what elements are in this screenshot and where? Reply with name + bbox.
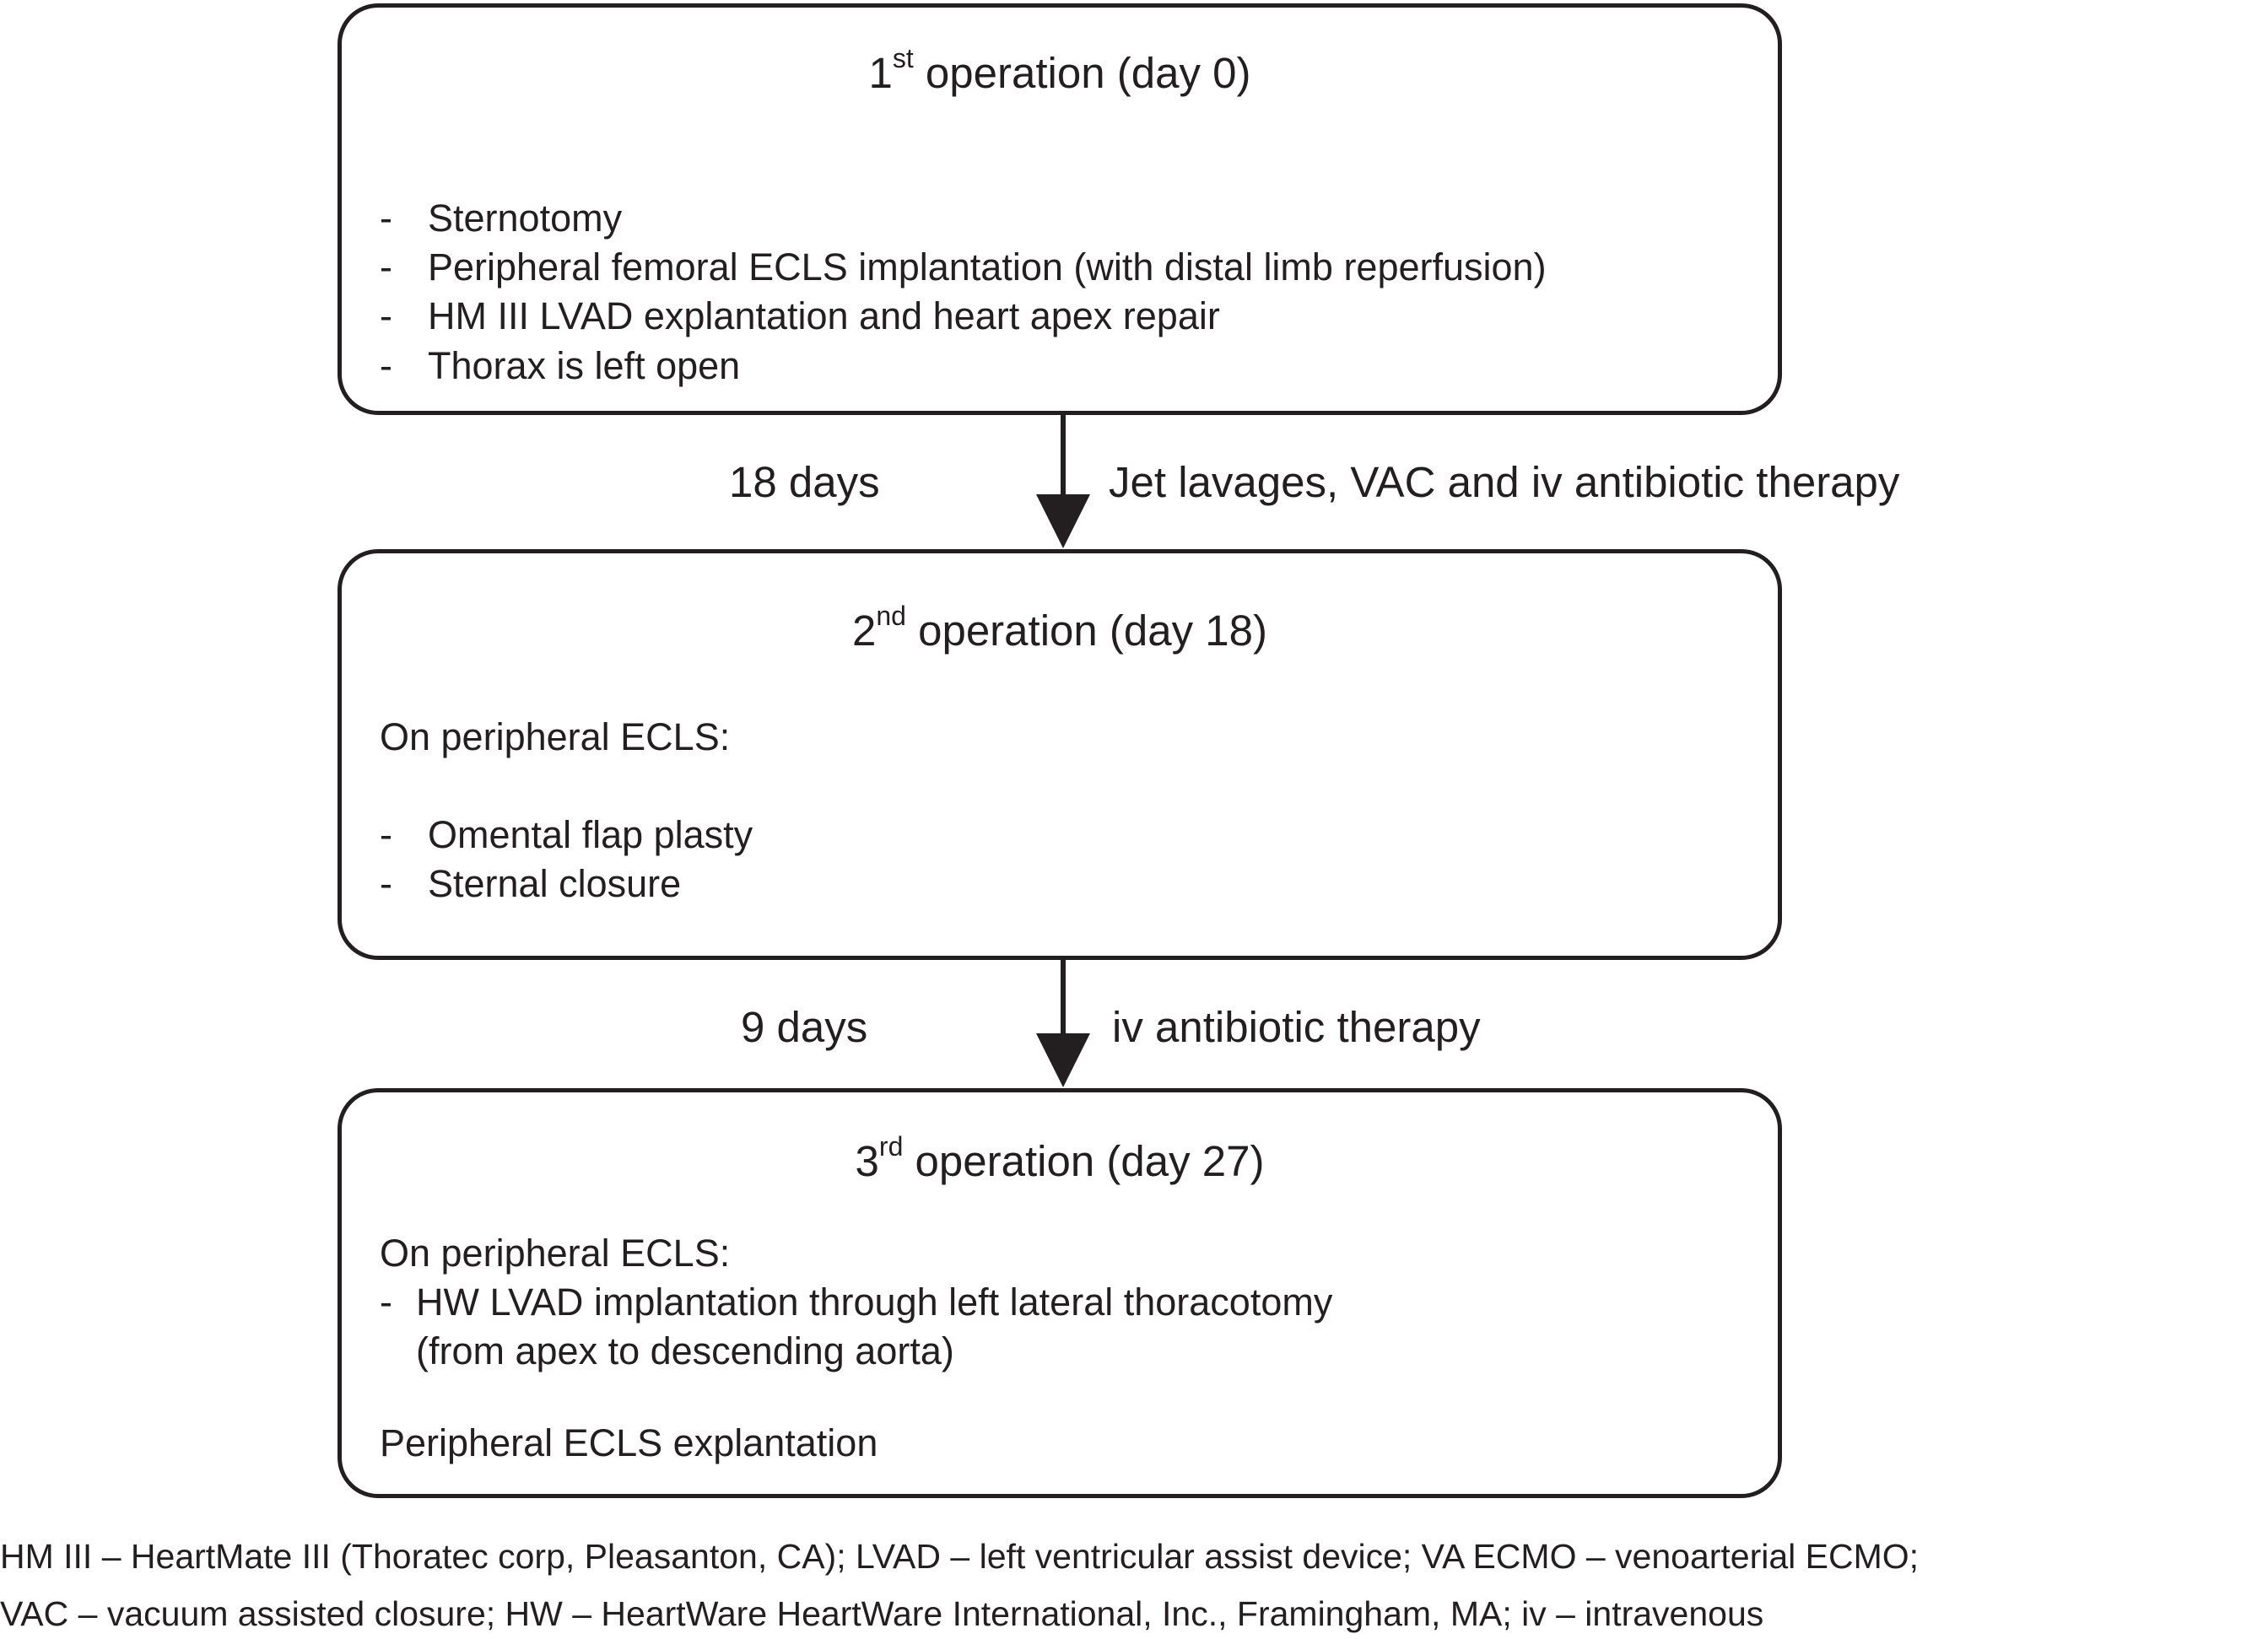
footnote-line-1: HM III – HeartMate III (Thoratec corp, P… (0, 1537, 1920, 1576)
step-1-item: Sternotomy (428, 197, 623, 240)
step-2-box: 2nd operation (day 18) On peripheral ECL… (338, 549, 1782, 960)
transition-1-duration: 18 days (729, 458, 880, 506)
step-3-closing: Peripheral ECLS explantation (380, 1421, 878, 1464)
step-1-item: Peripheral femoral ECLS implantation (wi… (428, 245, 1547, 288)
step-2-item: Omental flap plasty (428, 813, 753, 856)
transition-2-treatment: iv antibiotic therapy (1112, 1003, 1481, 1051)
bullet-dash: - (380, 813, 392, 856)
step-3-item: HW LVAD implantation through left latera… (416, 1280, 1333, 1324)
bullet-dash: - (380, 245, 392, 288)
step-2-title: 2nd operation (day 18) (851, 601, 1268, 655)
step-2-intro: On peripheral ECLS: (380, 715, 731, 758)
transition-1-treatment: Jet lavages, VAC and iv antibiotic thera… (1109, 458, 1900, 506)
transition-2-duration: 9 days (741, 1003, 868, 1051)
footnote-line-2: VAC – vacuum assisted closure; HW – Hear… (0, 1594, 1764, 1633)
step-1-item: Thorax is left open (428, 344, 741, 387)
bullet-dash: - (380, 197, 392, 240)
step-1-title: 1st operation (day 0) (868, 43, 1251, 97)
step-1-box: 1st operation (day 0) - Sternotomy - Per… (338, 3, 1782, 415)
step-1-item: HM III LVAD explantation and heart apex … (428, 294, 1220, 337)
bullet-dash: - (380, 1280, 392, 1324)
step-3-title: 3rd operation (day 27) (855, 1131, 1265, 1185)
bullet-dash: - (380, 294, 392, 337)
step-3-item-continuation: (from apex to descending aorta) (416, 1329, 954, 1372)
arrow-down-icon (1036, 957, 1090, 1087)
step-2-item: Sternal closure (428, 862, 682, 905)
step-3-box: 3rd operation (day 27) On peripheral ECL… (338, 1088, 1782, 1498)
bullet-dash: - (380, 344, 392, 387)
arrow-down-icon (1036, 412, 1090, 548)
step-3-intro: On peripheral ECLS: (380, 1232, 731, 1275)
bullet-dash: - (380, 862, 392, 905)
